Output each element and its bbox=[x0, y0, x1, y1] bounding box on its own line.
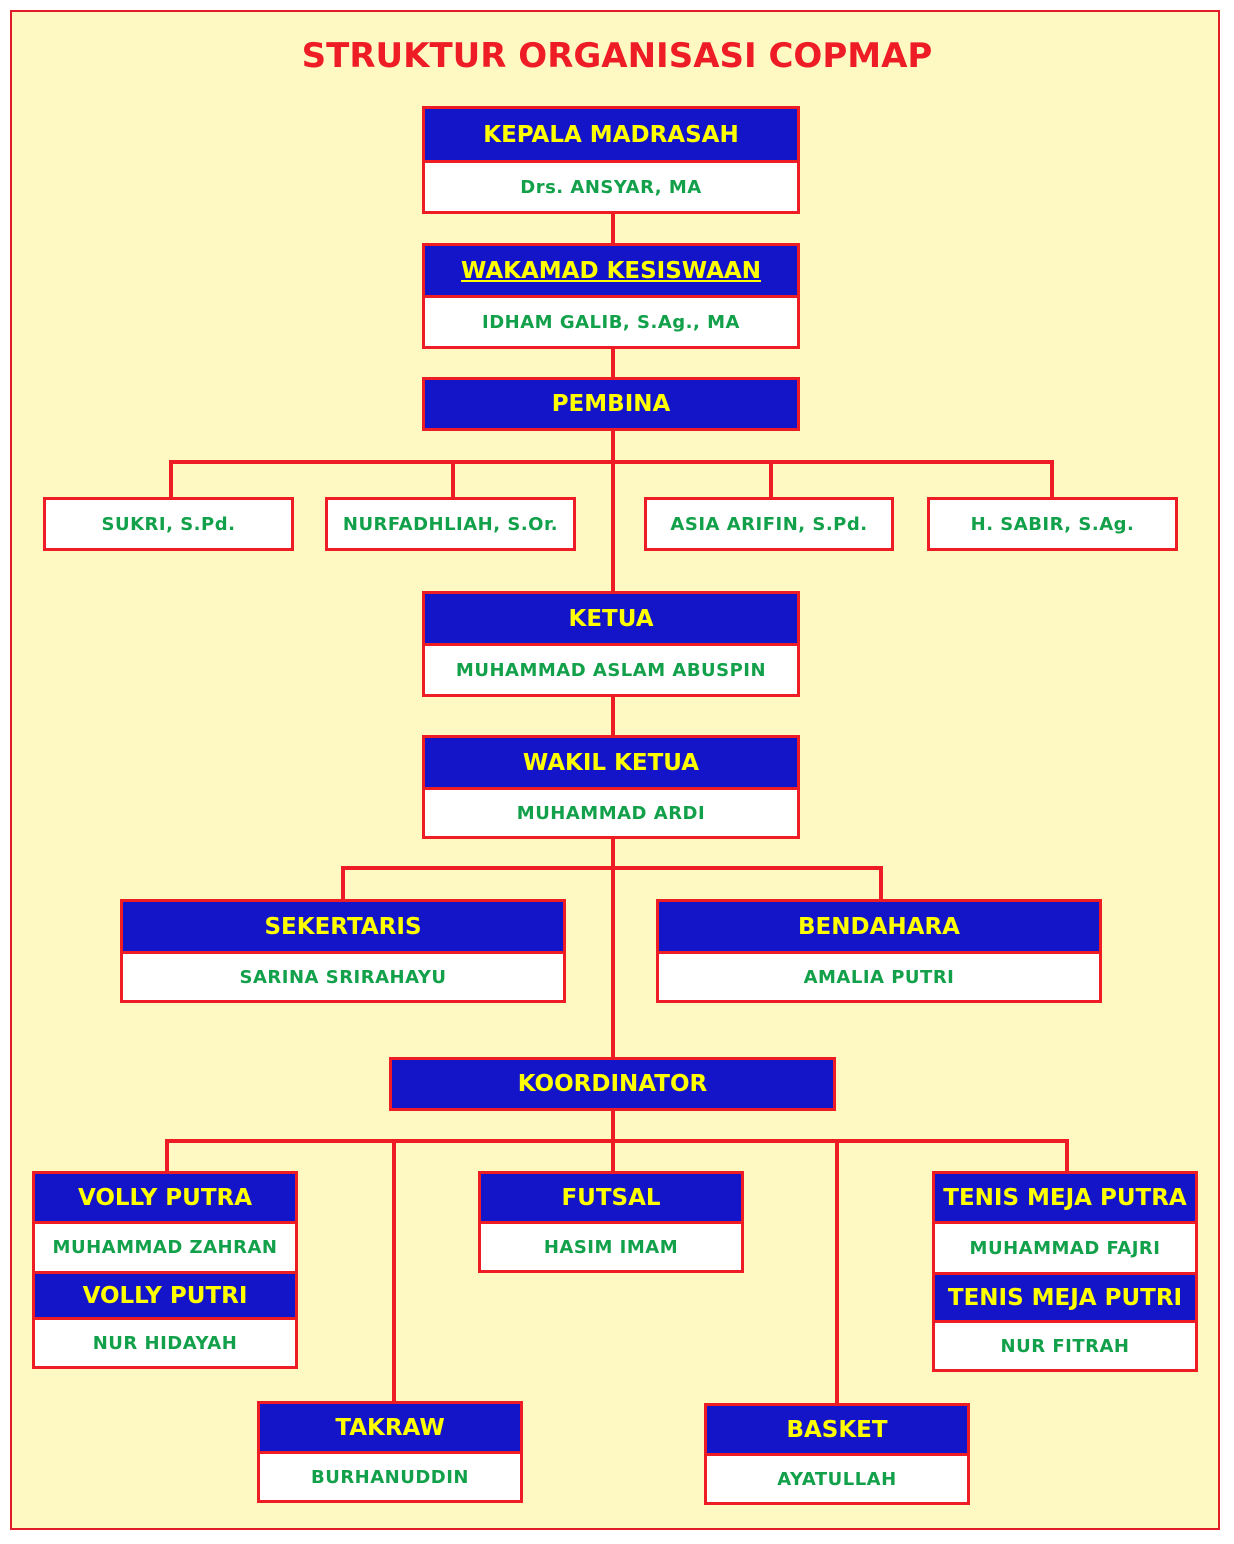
person-name: Drs. ANSYAR, MA bbox=[425, 163, 797, 211]
person-name: AYATULLAH bbox=[707, 1456, 967, 1502]
role-label: FUTSAL bbox=[481, 1174, 741, 1224]
role-label: WAKIL KETUA bbox=[425, 738, 797, 790]
role-label: TENIS MEJA PUTRA bbox=[935, 1174, 1195, 1224]
role-label: KEPALA MADRASAH bbox=[425, 109, 797, 163]
person-name: H. SABIR, S.Ag. bbox=[930, 500, 1175, 548]
person-name: NUR HIDAYAH bbox=[35, 1320, 295, 1366]
role-label: KOORDINATOR bbox=[392, 1060, 833, 1108]
person-name: MUHAMMAD ASLAM ABUSPIN bbox=[425, 646, 797, 694]
role-label: WAKAMAD KESISWAAN bbox=[425, 246, 797, 298]
person-name: SUKRI, S.Pd. bbox=[46, 500, 291, 548]
person-name: MUHAMMAD ZAHRAN bbox=[35, 1224, 295, 1274]
node-basket: BASKET AYATULLAH bbox=[704, 1403, 970, 1505]
node-sekertaris: SEKERTARIS SARINA SRIRAHAYU bbox=[120, 899, 566, 1003]
connector bbox=[611, 694, 615, 738]
role-label: VOLLY PUTRA bbox=[35, 1174, 295, 1224]
chart-title: STRUKTUR ORGANISASI COPMAP bbox=[301, 36, 933, 76]
node-pembina-member: ASIA ARIFIN, S.Pd. bbox=[644, 497, 894, 551]
connector bbox=[341, 866, 345, 902]
node-bendahara: BENDAHARA AMALIA PUTRI bbox=[656, 899, 1102, 1003]
connector bbox=[879, 866, 883, 902]
node-futsal: FUTSAL HASIM IMAM bbox=[478, 1171, 744, 1273]
person-name: NUR FITRAH bbox=[935, 1323, 1195, 1369]
connector bbox=[1050, 460, 1054, 500]
node-takraw: TAKRAW BURHANUDDIN bbox=[257, 1401, 523, 1503]
node-pembina-member: H. SABIR, S.Ag. bbox=[927, 497, 1178, 551]
connector bbox=[611, 212, 615, 246]
node-pembina: PEMBINA bbox=[422, 377, 800, 431]
person-name: HASIM IMAM bbox=[481, 1224, 741, 1270]
node-wakil-ketua: WAKIL KETUA MUHAMMAD ARDI bbox=[422, 735, 800, 839]
node-pembina-member: NURFADHLIAH, S.Or. bbox=[325, 497, 576, 551]
connector bbox=[451, 460, 455, 500]
role-label: PEMBINA bbox=[425, 380, 797, 428]
person-name: ASIA ARIFIN, S.Pd. bbox=[647, 500, 891, 548]
connector bbox=[165, 1139, 1069, 1143]
person-name: IDHAM GALIB, S.Ag., MA bbox=[425, 298, 797, 346]
node-koordinator: KOORDINATOR bbox=[389, 1057, 836, 1111]
role-label: BENDAHARA bbox=[659, 902, 1099, 954]
person-name: BURHANUDDIN bbox=[260, 1454, 520, 1500]
node-ketua: KETUA MUHAMMAD ASLAM ABUSPIN bbox=[422, 591, 800, 697]
connector bbox=[392, 1139, 396, 1405]
person-name: MUHAMMAD ARDI bbox=[425, 790, 797, 836]
role-text: WAKAMAD KESISWAAN bbox=[461, 257, 761, 284]
role-label: TENIS MEJA PUTRI bbox=[935, 1275, 1195, 1323]
connector bbox=[1065, 1139, 1069, 1175]
node-kepala-madrasah: KEPALA MADRASAH Drs. ANSYAR, MA bbox=[422, 106, 800, 214]
person-name: SARINA SRIRAHAYU bbox=[123, 954, 563, 1000]
connector bbox=[835, 1139, 839, 1407]
connector bbox=[165, 1139, 169, 1175]
person-name: MUHAMMAD FAJRI bbox=[935, 1224, 1195, 1275]
node-wakamad-kesiswaan: WAKAMAD KESISWAAN IDHAM GALIB, S.Ag., MA bbox=[422, 243, 800, 349]
role-label: KETUA bbox=[425, 594, 797, 646]
connector bbox=[769, 460, 773, 500]
node-volly: VOLLY PUTRA MUHAMMAD ZAHRAN VOLLY PUTRI … bbox=[32, 1171, 298, 1369]
node-pembina-member: SUKRI, S.Pd. bbox=[43, 497, 294, 551]
person-name: AMALIA PUTRI bbox=[659, 954, 1099, 1000]
role-label: TAKRAW bbox=[260, 1404, 520, 1454]
role-label: SEKERTARIS bbox=[123, 902, 563, 954]
connector bbox=[611, 346, 615, 380]
connector bbox=[611, 428, 615, 594]
person-name: NURFADHLIAH, S.Or. bbox=[328, 500, 573, 548]
role-label: BASKET bbox=[707, 1406, 967, 1456]
role-label: VOLLY PUTRI bbox=[35, 1274, 295, 1320]
node-tenis-meja: TENIS MEJA PUTRA MUHAMMAD FAJRI TENIS ME… bbox=[932, 1171, 1198, 1372]
connector bbox=[169, 460, 173, 500]
connector bbox=[169, 460, 1054, 464]
connector bbox=[341, 866, 883, 870]
connector bbox=[611, 836, 615, 1060]
